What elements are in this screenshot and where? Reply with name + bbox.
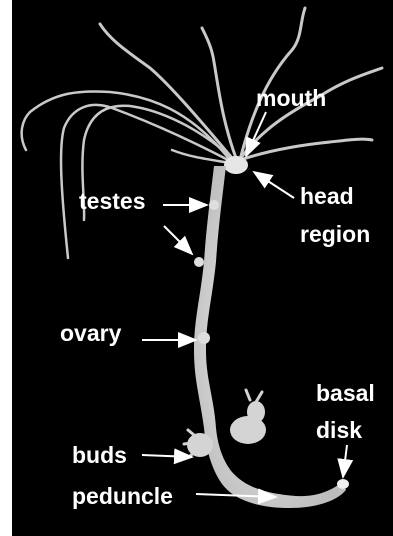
head-region-label-line2: region [300, 221, 370, 247]
testis-bump [194, 257, 204, 267]
ovary-bump [198, 332, 210, 344]
basal-disk-tip [337, 479, 349, 489]
basal-disk-label-line1: basal [316, 380, 375, 406]
testes-label: testes [79, 188, 145, 214]
head-region-label-line1: head [300, 183, 354, 209]
mouth-label: mouth [256, 85, 326, 111]
bud [247, 401, 265, 423]
peduncle-label: peduncle [72, 483, 173, 509]
buds-label: buds [72, 442, 127, 468]
ovary-label: ovary [60, 320, 122, 346]
basal-disk-label-line2: disk [316, 417, 362, 443]
testis-bump [209, 200, 219, 210]
head-knob [224, 156, 248, 174]
